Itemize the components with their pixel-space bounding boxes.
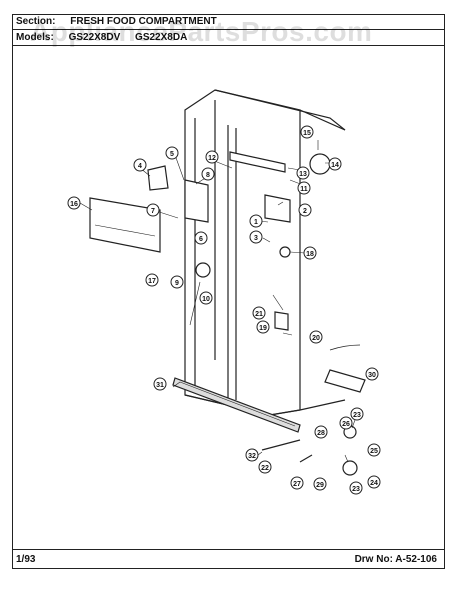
- callout-13: 13: [299, 171, 307, 178]
- callout-16: 16: [70, 201, 78, 208]
- screw-32: [261, 439, 301, 451]
- callout-28: 28: [317, 430, 325, 437]
- callout-32: 32: [248, 453, 256, 460]
- callout-15: 15: [303, 130, 311, 137]
- callout-11: 11: [300, 186, 308, 193]
- footer: 1/93 Drw No: A-52-106: [12, 549, 445, 570]
- footer-date: 1/93: [16, 554, 36, 565]
- switch: [147, 165, 169, 191]
- callout-10: 10: [202, 296, 210, 303]
- callout-26: 26: [342, 421, 350, 428]
- callout-4: 4: [138, 163, 142, 170]
- callout-19: 19: [259, 325, 267, 332]
- callout-17: 17: [148, 278, 156, 285]
- section-value: FRESH FOOD COMPARTMENT: [70, 16, 217, 27]
- part-24: [342, 460, 358, 476]
- light-bracket: [264, 194, 291, 223]
- model-2: GS22X8DA: [135, 32, 188, 43]
- callout-20: 20: [312, 335, 320, 342]
- callout-31: 31: [156, 382, 164, 389]
- part-19: [274, 311, 289, 331]
- cabinet-top: [214, 89, 346, 131]
- hinge-bracket: [229, 151, 286, 173]
- watermark: AppliancePartsPros.com: [30, 16, 373, 47]
- callout-5: 5: [170, 151, 174, 158]
- model-1: GS22X8DV: [68, 32, 121, 43]
- drawing-frame: [12, 14, 445, 569]
- callout-3: 3: [254, 235, 258, 242]
- callout-14: 14: [331, 162, 339, 169]
- callout-30: 30: [368, 372, 376, 379]
- callout-6: 6: [199, 236, 203, 243]
- callout-29: 29: [316, 482, 324, 489]
- callout-23: 23: [353, 412, 361, 419]
- callout-1: 1: [254, 219, 258, 226]
- callout-25: 25: [370, 448, 378, 455]
- callout-27: 27: [293, 481, 301, 488]
- callout-21: 21: [255, 311, 263, 318]
- section-header: Section: FRESH FOOD COMPARTMENT: [12, 14, 445, 30]
- section-label: Section:: [16, 16, 56, 27]
- callout-23b: 23: [352, 486, 360, 493]
- callout-12: 12: [208, 155, 216, 162]
- part-18: [279, 246, 291, 258]
- part-9: [195, 262, 211, 278]
- callout-9: 9: [175, 280, 179, 287]
- control-housing: [184, 179, 209, 223]
- callout-24: 24: [370, 480, 378, 487]
- cabinet-divider: [227, 125, 237, 400]
- valve-part: [309, 153, 331, 175]
- callout-2: 2: [303, 208, 307, 215]
- control-panel: [89, 197, 161, 253]
- callout-7: 7: [151, 208, 155, 215]
- callout-18: 18: [306, 251, 314, 258]
- screw-27: [299, 454, 313, 463]
- models-label: Models:: [16, 32, 54, 43]
- callout-22: 22: [261, 465, 269, 472]
- models-header: Models: GS22X8DV GS22X8DA: [12, 30, 445, 46]
- water-tube: [324, 369, 366, 393]
- callout-8: 8: [206, 172, 210, 179]
- drawing-number: Drw No: A-52-106: [354, 554, 437, 565]
